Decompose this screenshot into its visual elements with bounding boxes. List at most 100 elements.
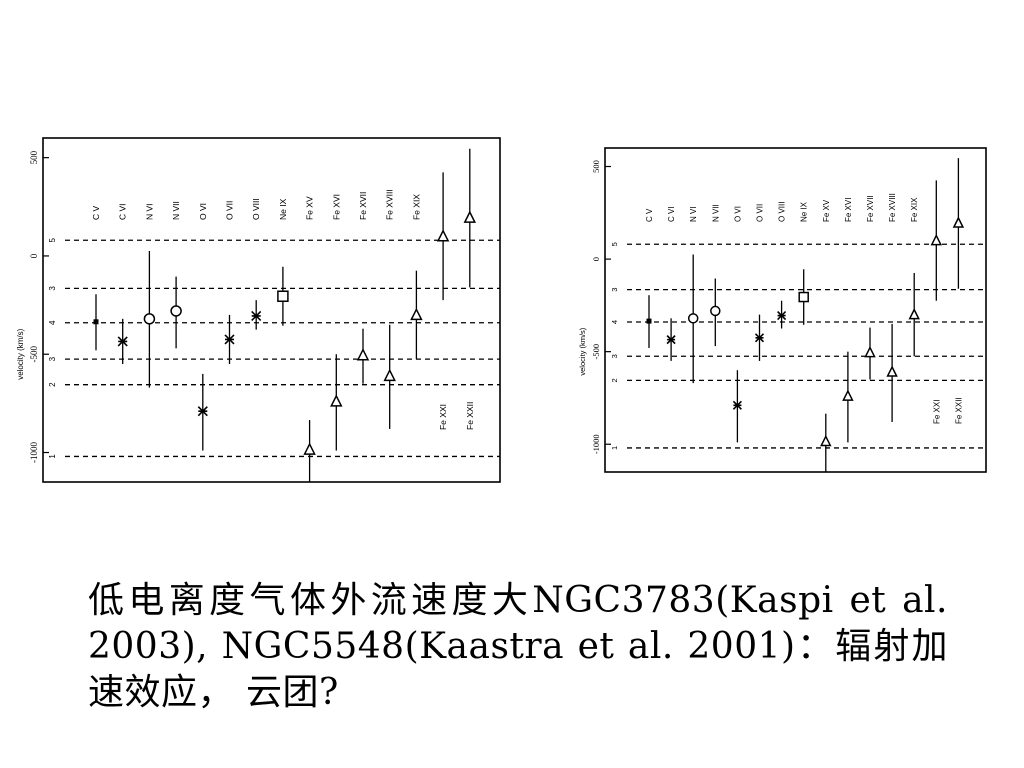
ion-label: C V (91, 206, 101, 221)
ion-label: C V (645, 208, 654, 222)
data-point-fe-xvi (330, 354, 343, 451)
marker-triangle (886, 365, 898, 377)
data-point-fe-xxii (952, 158, 965, 289)
y-axis-label: velocity (km/s) (578, 327, 587, 375)
ion-label: Ne IX (278, 198, 288, 220)
data-point-fe-xv (303, 420, 316, 482)
ion-label: Fe XVII (866, 195, 875, 222)
marker-triangle (952, 216, 965, 228)
data-point-fe-xxi (436, 172, 450, 301)
marker-triangle (820, 434, 832, 447)
data-point-o-viii (777, 300, 787, 329)
ion-label-lower: Fe XXI (438, 404, 448, 430)
data-point-o-vii (754, 314, 765, 361)
marker-square (798, 291, 809, 303)
data-point-fe-xviii (886, 323, 898, 423)
data-point-fe-xvi (842, 351, 854, 443)
marker-star (224, 334, 235, 345)
data-point-c-v (93, 294, 99, 351)
y-tick-label: 500 (29, 150, 39, 164)
data-point-n-vi (143, 251, 156, 388)
marker-triangle (303, 442, 316, 455)
marker-star (251, 310, 262, 321)
marker-triangle (410, 307, 423, 321)
data-point-fe-xviii (383, 324, 396, 429)
marker-triangle (864, 345, 876, 358)
data-point-ne-ix (277, 266, 289, 326)
marker-star (777, 310, 787, 321)
marker-triangle (383, 368, 396, 382)
ion-label: N VII (711, 204, 720, 222)
marker-triangle (436, 229, 450, 242)
marker-star (666, 335, 676, 345)
marker-circle (170, 305, 182, 317)
ion-label: O VII (225, 201, 235, 220)
data-point-c-vi (117, 318, 128, 365)
slide-caption: 低电离度气体外流速度大NGC3783(Kaspi et al. 2003), N… (88, 580, 948, 713)
region-label: 2 (48, 382, 57, 387)
data-point-fe-xix (908, 272, 920, 357)
y-tick-label: -500 (29, 345, 39, 362)
marker-star (732, 400, 742, 410)
marker-triangle (908, 307, 920, 320)
ion-label: Fe XVI (331, 194, 341, 220)
y-tick-label: 0 (591, 257, 601, 261)
marker-circle (687, 313, 699, 324)
data-point-fe-xxi (930, 180, 943, 301)
region-label: 1 (48, 454, 57, 459)
plot-frame (42, 137, 501, 483)
marker-circle (143, 313, 156, 325)
marker-star (117, 336, 128, 347)
data-point-o-vii (224, 314, 235, 365)
plot-frame (604, 147, 987, 473)
data-point-c-vi (666, 318, 676, 361)
region-label: 3 (48, 286, 57, 291)
data-point-fe-xvii (356, 328, 370, 384)
region-label: 3 (610, 288, 619, 292)
y-axis-label: velocity (km/s) (16, 328, 25, 379)
region-label: 4 (48, 320, 57, 325)
y-tick-label: -1000 (591, 434, 601, 454)
ion-label: N VI (689, 206, 698, 222)
marker-dot (646, 318, 652, 324)
region-label: 5 (610, 242, 619, 246)
data-point-fe-xix (410, 270, 423, 360)
ion-label: O VIII (251, 198, 261, 220)
marker-triangle (463, 210, 477, 223)
region-label: 2 (610, 378, 619, 382)
ion-label-lower: Fe XXII (465, 402, 475, 430)
y-tick-label: 500 (591, 160, 601, 173)
data-point-o-viii (251, 300, 262, 330)
ion-label: O VII (756, 204, 765, 222)
ion-label: Fe XIX (910, 197, 919, 222)
ion-label: Fe XIX (411, 194, 421, 220)
ion-label: C VI (667, 206, 676, 222)
data-point-ne-ix (798, 269, 809, 325)
data-point-n-vii (170, 276, 182, 349)
ion-label-lower: Fe XXI (932, 400, 941, 424)
ion-label: Fe XVIII (888, 193, 897, 222)
ion-label: O VI (198, 203, 208, 220)
ion-label: O VIII (778, 202, 787, 222)
ion-label: N VI (144, 203, 154, 220)
marker-triangle (842, 389, 854, 401)
data-point-o-vi (732, 370, 742, 443)
region-label: 4 (610, 320, 619, 324)
data-point-n-vii (710, 278, 721, 347)
region-label: 3 (48, 356, 57, 361)
marker-circle (710, 305, 721, 317)
ion-label: Fe XV (822, 199, 831, 222)
marker-dot (93, 319, 99, 325)
y-tick-label: -1000 (29, 442, 39, 463)
region-label: 1 (610, 446, 619, 450)
ion-label: Fe XVI (844, 198, 853, 222)
ion-label-lower: Fe XXII (954, 397, 963, 424)
ion-label: C VI (118, 203, 128, 220)
ion-label: Fe XVIII (385, 189, 395, 220)
ion-label: O VI (733, 206, 742, 222)
ion-label: Fe XV (305, 196, 315, 220)
ion-label: Fe XVII (358, 192, 368, 220)
